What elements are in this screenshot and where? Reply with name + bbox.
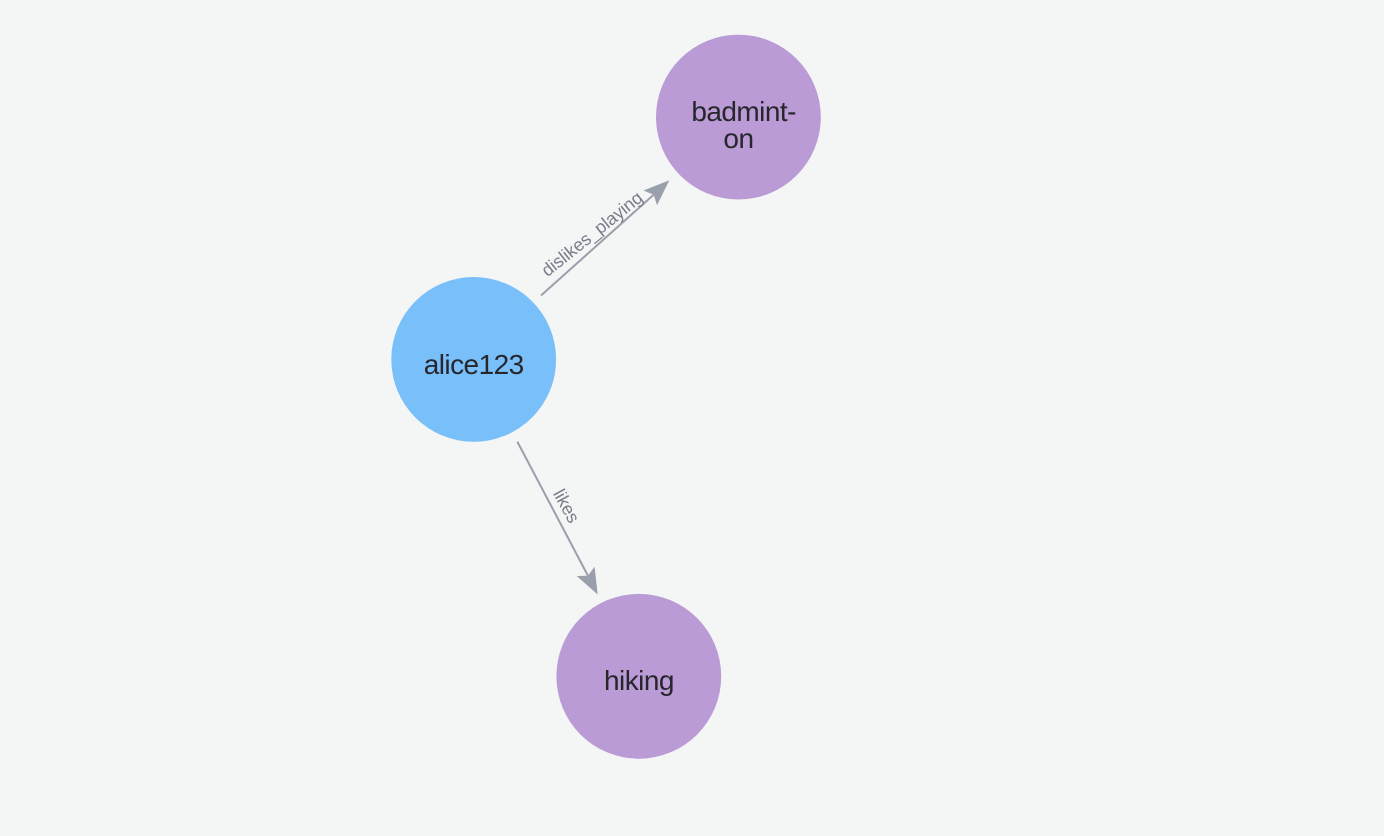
- svg-text:badmint-: badmint-: [691, 96, 796, 127]
- svg-text:on: on: [723, 123, 753, 154]
- svg-text:alice123: alice123: [424, 349, 524, 380]
- svg-text:hiking: hiking: [604, 665, 674, 696]
- svg-text:likes: likes: [549, 486, 584, 527]
- svg-text:dislikes_playing: dislikes_playing: [537, 188, 647, 282]
